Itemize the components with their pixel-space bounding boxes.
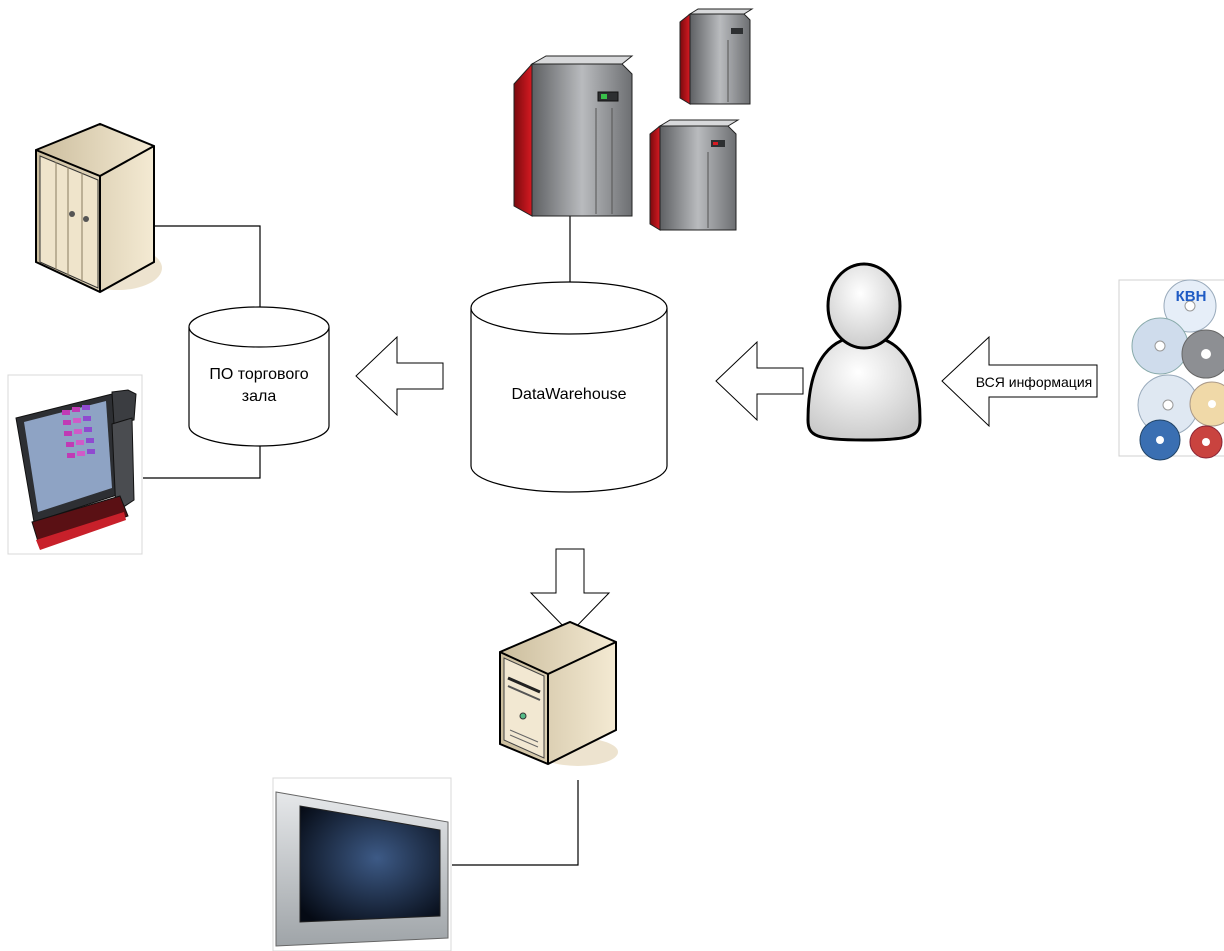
arrow-user-to-dw [715, 340, 804, 422]
server-large-icon [513, 55, 634, 217]
all-info-label: ВСЯ информация [976, 374, 1092, 390]
user-icon [806, 262, 922, 442]
connector-lines [143, 216, 579, 866]
server-small-bottom-icon [649, 119, 740, 231]
line-pc-to-tv [452, 780, 579, 866]
arrow-dw-to-shopdb [355, 335, 444, 417]
cd-logo-text: КВН [1176, 288, 1207, 305]
pos-screen-buttons [62, 405, 95, 458]
line-pos-to-shopdb [143, 446, 261, 479]
cabinet-server-icon [35, 122, 162, 294]
pos-terminal-image [7, 374, 143, 555]
server-small-top-icon [679, 8, 754, 105]
tv-display-image [272, 777, 452, 951]
shop-db-cylinder: ПО торгового зала [188, 306, 330, 447]
data-warehouse-label: DataWarehouse [511, 386, 626, 403]
arrow-dw-to-pc [529, 548, 611, 634]
arrow-all-info [941, 335, 1098, 428]
cd-collection-image: КВН [1118, 279, 1224, 461]
data-warehouse-cylinder: DataWarehouse [470, 281, 668, 493]
workstation-pc-icon [499, 620, 618, 766]
shop-db-label-line1: ПО торгового [209, 366, 308, 383]
shop-db-label-line2: зала [242, 388, 277, 405]
servers-group [513, 8, 754, 231]
line-cabinet-to-shopdb [155, 225, 261, 307]
